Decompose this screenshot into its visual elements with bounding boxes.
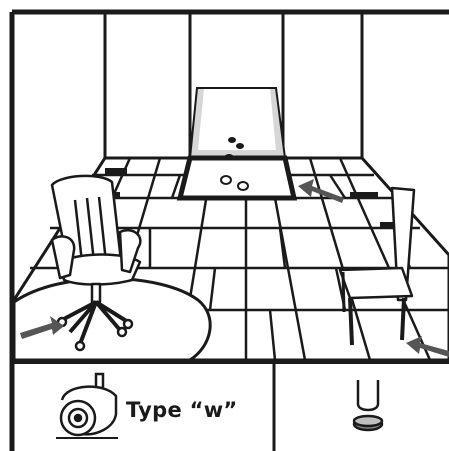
corridor	[190, 88, 285, 164]
caster-caption: Type “w”	[126, 398, 238, 422]
caster-wheel-icon	[56, 374, 118, 438]
glide-foot-icon	[354, 380, 382, 430]
